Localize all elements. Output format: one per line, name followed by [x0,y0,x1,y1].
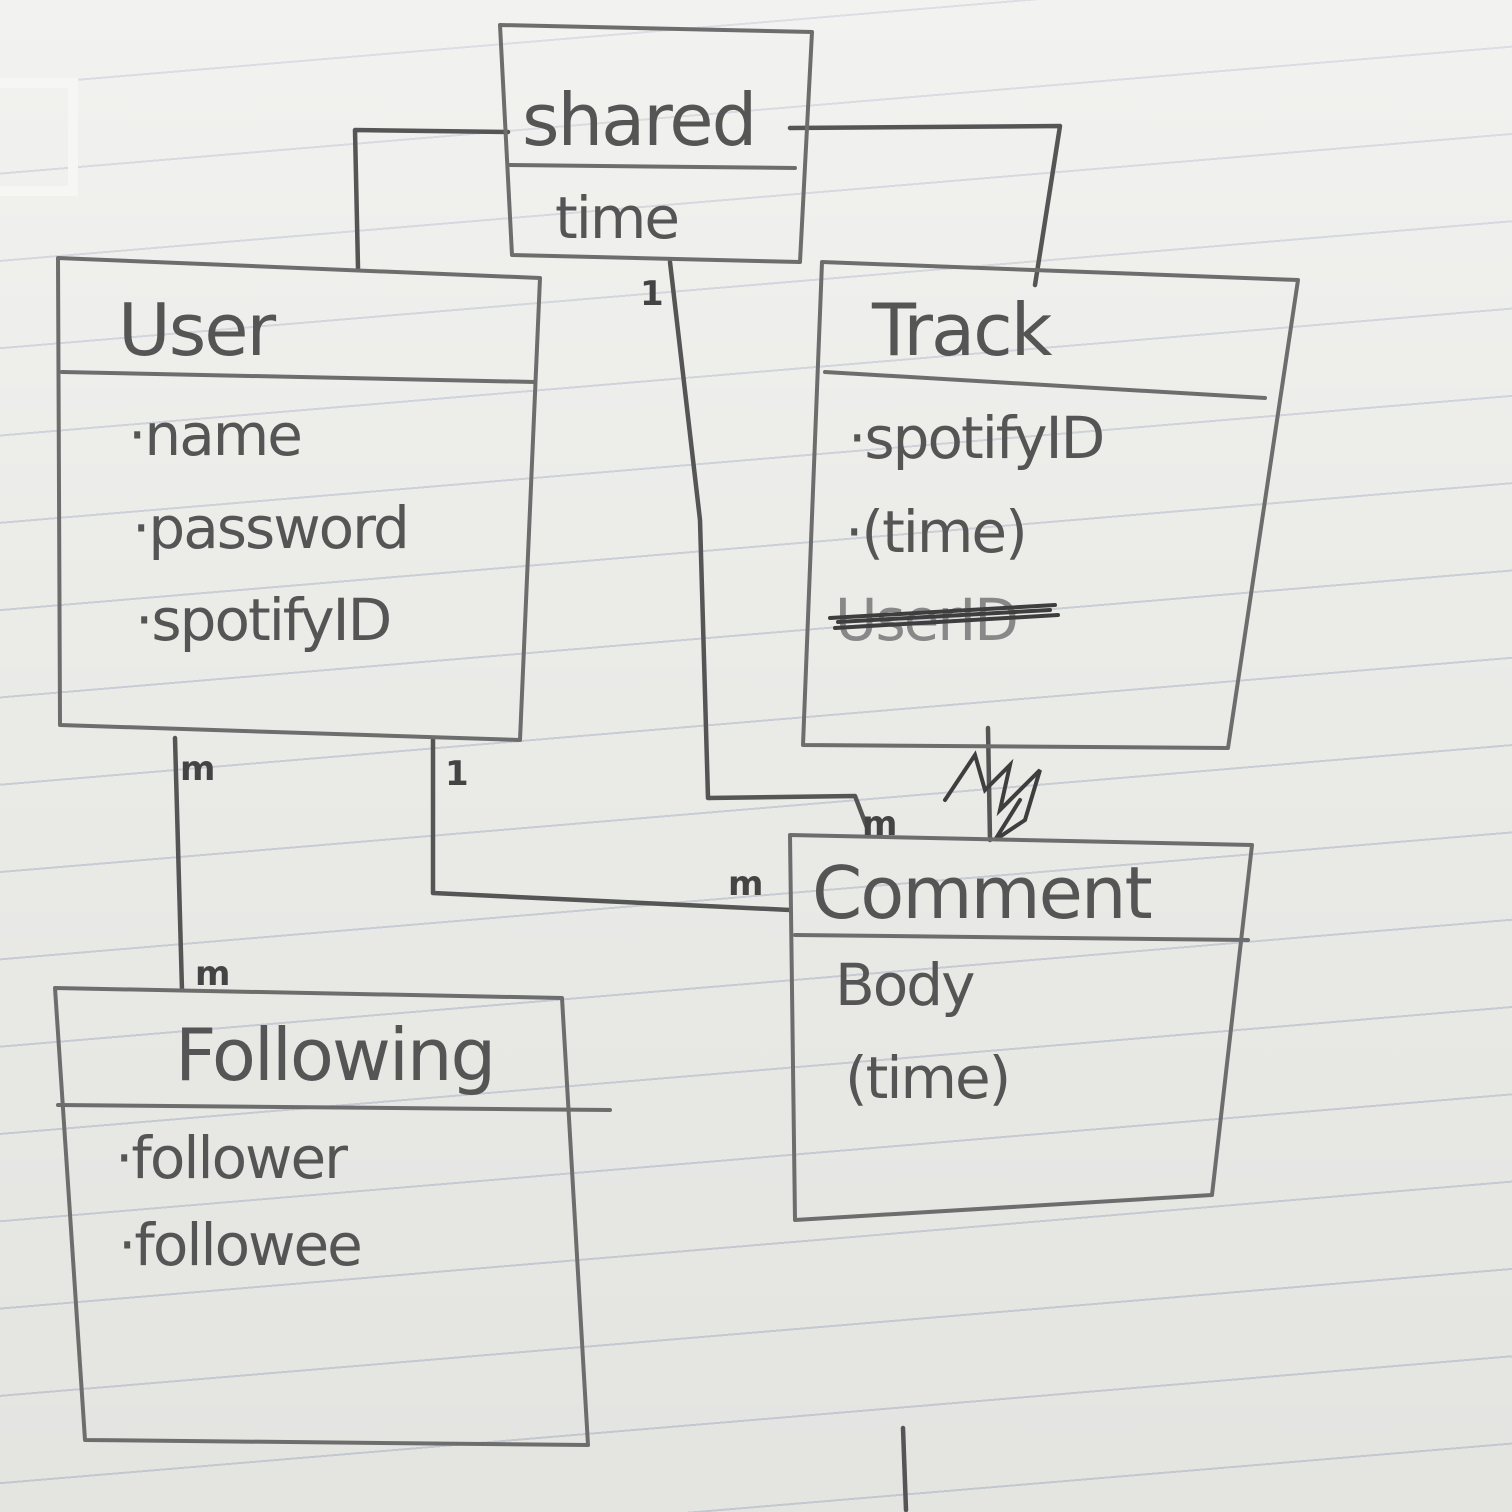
pencil-mark [900,1425,909,1512]
entity-attribute: ·spotifyID [848,404,1103,472]
shared-track-connector [787,123,1063,288]
multiplicity-label: 1 [640,274,664,314]
user-comment-connector [430,737,793,913]
entity-following: Following ·follower ·followee [53,986,612,1447]
multiplicity-label: m [862,804,897,844]
entity-title: Comment [812,851,1152,935]
entity-track: Track ·spotifyID ·(time) UserID [801,260,1300,750]
page-corner-mark [0,78,78,196]
multiplicity-label: m [195,954,230,994]
entity-attribute: ·(time) [845,498,1026,566]
shared-comment-connector [667,259,871,833]
scribbled-multiplicity [943,750,1042,842]
entity-title: User [118,288,277,372]
entity-title: Following [175,1013,494,1097]
entity-title: shared [522,78,755,162]
entity-shared: shared time [498,23,814,264]
entity-title: Track [871,288,1053,372]
multiplicity-label: m [180,749,215,789]
strike-through [828,603,1060,630]
entity-attribute: time [555,184,678,252]
entity-attribute: (time) [845,1044,1009,1112]
multiplicity-label: m [728,864,763,904]
entity-attribute: ·password [132,494,408,562]
user-following-connector [172,735,185,993]
entity-attribute: ·follower [115,1124,348,1192]
entity-comment: Comment Body (time) [788,833,1254,1222]
entity-attribute: Body [835,951,974,1019]
multiplicity-label: 1 [445,754,469,794]
entity-user: User ·name ·password ·spotifyID [56,256,542,742]
user-shared-connector [352,127,511,271]
entity-attribute: ·name [128,401,301,469]
entity-attribute: ·spotifyID [135,586,390,654]
entity-attribute: ·followee [118,1211,361,1279]
